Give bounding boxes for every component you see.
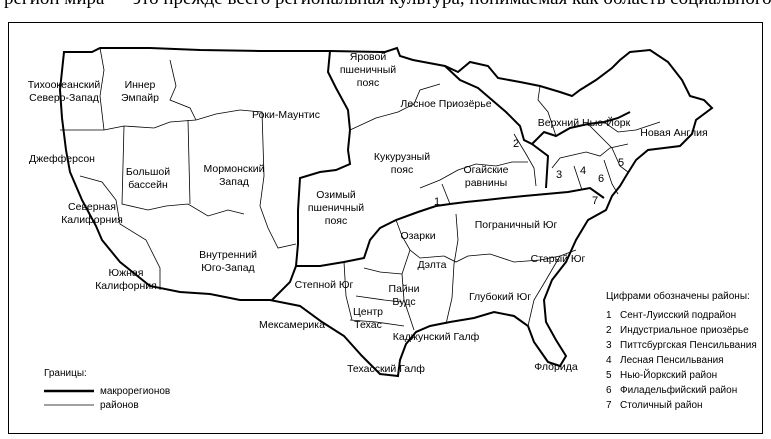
macro-border-east xyxy=(531,143,550,189)
svg-text:1: 1 xyxy=(606,310,612,321)
macro-border-winter-wheat xyxy=(294,50,605,267)
label-jefferson: Джефферсон xyxy=(29,153,95,165)
svg-text:2: 2 xyxy=(606,325,612,336)
label-great-lakes: Лесное Приозёрье xyxy=(400,98,491,110)
us-outline xyxy=(58,46,714,378)
label-border-south: Пограничный Юг xyxy=(475,219,558,231)
svg-text:6: 6 xyxy=(606,385,612,396)
label-old-south: Старый Юг xyxy=(531,253,586,265)
numbered-districts-legend: Цифрами обозначены районы: 1 Сент-Луисск… xyxy=(606,290,757,411)
label-upper-ny: Верхний Нью-Йорк xyxy=(538,116,631,129)
svg-text:Столичный район: Столичный район xyxy=(620,400,703,411)
numbered-legend-item: 6 Филадельфийский район xyxy=(606,384,737,396)
map-number-5: 5 xyxy=(618,157,624,169)
top-text-line: регион мира — это прежде всего региональ… xyxy=(4,0,771,10)
svg-text:Сент-Луисский подрайон: Сент-Луисский подрайон xyxy=(620,310,736,321)
legend-districts-label: районов xyxy=(100,400,139,411)
macro-border-texas xyxy=(271,265,297,301)
map-number-4: 4 xyxy=(580,165,586,177)
svg-text:Индустриальное приозёрье: Индустриальное приозёрье xyxy=(620,325,749,336)
svg-text:4: 4 xyxy=(606,355,612,366)
svg-text:5: 5 xyxy=(606,370,612,381)
label-florida: Флорида xyxy=(534,361,578,373)
legend-macroregions-label: макрорегионов xyxy=(100,386,170,397)
svg-text:7: 7 xyxy=(606,400,612,411)
map-frame xyxy=(8,22,763,434)
district-borders xyxy=(60,47,661,331)
label-new-england: Новая Англия xyxy=(640,127,707,139)
borders-legend: Границы: макрорегионов районов xyxy=(44,368,170,411)
svg-text:Питтсбургская Пенсильвания: Питтсбургская Пенсильвания xyxy=(620,339,757,351)
label-delta: Дэлта xyxy=(418,259,447,271)
label-cajun-gulf: Каджунский Галф xyxy=(393,331,480,343)
map-number-3: 3 xyxy=(556,169,562,181)
numbered-legend-item: 7 Столичный район xyxy=(606,400,703,411)
map-number-7: 7 xyxy=(592,195,598,207)
numbered-legend-item: 4 Лесная Пенсильвания xyxy=(606,355,724,366)
numbered-legend-item: 2 Индустриальное приозёрье xyxy=(606,325,749,336)
map-number-2: 2 xyxy=(513,138,519,150)
map-number-6: 6 xyxy=(598,173,604,185)
label-rocky-mountains: Роки-Маунтис xyxy=(252,109,320,121)
map-number-1: 1 xyxy=(434,196,440,208)
svg-text:3: 3 xyxy=(606,340,612,351)
map-number-markers: 1 2 3 4 5 6 7 xyxy=(434,138,624,208)
borders-legend-title: Границы: xyxy=(44,368,87,379)
svg-text:Нью-Йоркский район: Нью-Йоркский район xyxy=(620,368,717,381)
svg-text:Филадельфийский район: Филадельфийский район xyxy=(620,384,737,396)
label-steppe-south: Степной Юг xyxy=(295,279,354,291)
label-ozarks: Озарки xyxy=(400,230,435,242)
numbered-legend-item: 1 Сент-Луисский подрайон xyxy=(606,310,736,321)
numbered-legend-title: Цифрами обозначены районы: xyxy=(606,290,750,302)
top-cropped-text: регион мира — это прежде всего региональ… xyxy=(0,0,771,20)
numbered-legend-item: 3 Питтсбургская Пенсильвания xyxy=(606,339,757,351)
label-texas-gulf: Техасский Галф xyxy=(347,363,425,375)
numbered-legend-item: 5 Нью-Йоркский район xyxy=(606,368,717,381)
svg-text:Лесная Пенсильвания: Лесная Пенсильвания xyxy=(620,355,724,366)
label-deep-south: Глубокий Юг xyxy=(469,291,531,303)
label-mexamerica: Мексамерика xyxy=(259,319,325,331)
